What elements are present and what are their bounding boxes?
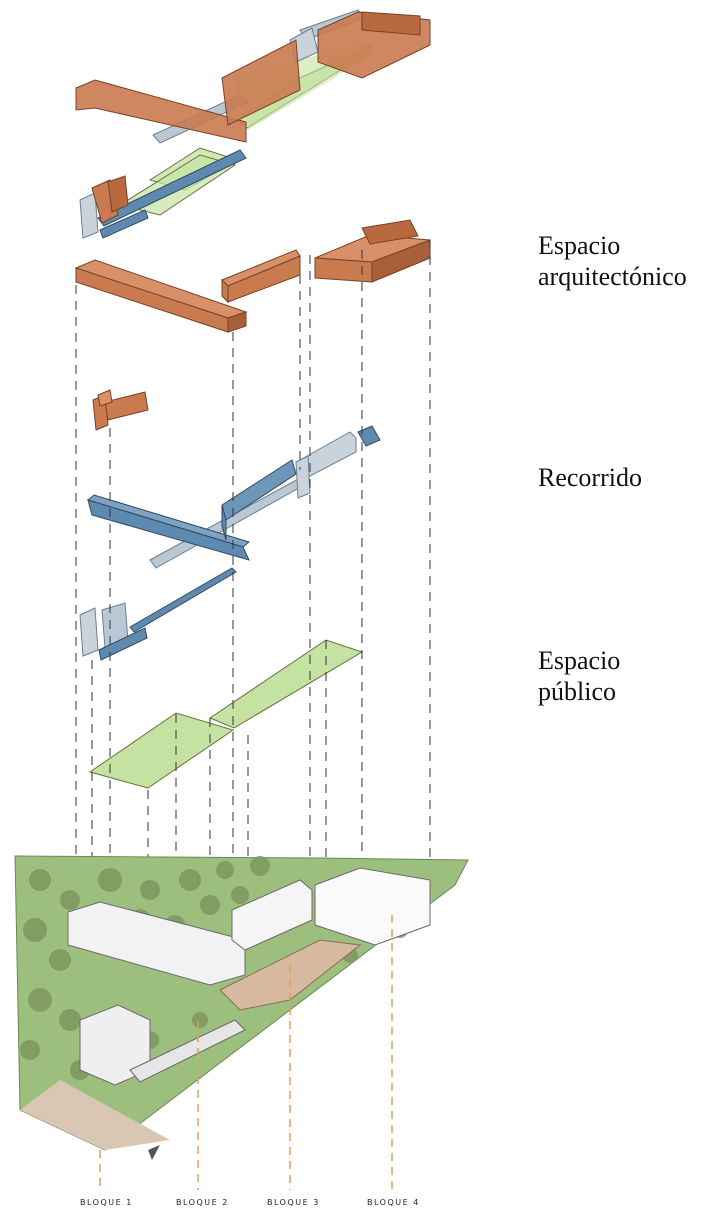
label-route: Recorrido <box>538 463 642 492</box>
guide-lines <box>75 240 431 935</box>
site-building-long <box>67 901 246 986</box>
route-dark-small <box>357 425 381 447</box>
composite-building-small-2 <box>107 175 129 213</box>
building-long-end <box>227 311 247 333</box>
route-dark-cross <box>87 499 250 561</box>
composite-building-tower <box>221 39 301 126</box>
building-small-b <box>104 391 149 421</box>
site-axonometric <box>14 855 469 1160</box>
public-plate-lower <box>88 712 235 789</box>
bloque-2-label: BLOQUE 2 <box>176 1198 229 1207</box>
label-public-line2: público <box>538 677 616 706</box>
building-box-roof-block <box>361 219 419 245</box>
composite-building-box-top <box>361 11 421 36</box>
site-arrow-marker <box>148 1145 160 1160</box>
composite-building-long <box>75 79 247 143</box>
route-light-block <box>295 455 311 499</box>
bloque-3-label: BLOQUE 3 <box>267 1198 320 1207</box>
route-dark-tower-front <box>221 504 227 541</box>
route-dark-lower <box>129 567 237 633</box>
label-architectural-space: Espacio arquitectónico <box>538 230 687 292</box>
label-architectural-line2: arquitectónico <box>538 262 687 291</box>
site-building-tower <box>231 879 313 951</box>
bloque-1-label: BLOQUE 1 <box>80 1198 133 1207</box>
site-street <box>20 1080 170 1150</box>
site-plaza <box>219 939 362 1011</box>
label-public-line1: Espacio <box>538 646 621 675</box>
label-public-space: Espacio público <box>538 645 620 707</box>
building-box-front <box>314 257 373 283</box>
site-building-box <box>314 867 431 946</box>
composite-route-dark-2 <box>99 209 149 239</box>
composite-route-light-4 <box>79 192 99 239</box>
composite-axonometric <box>75 9 431 239</box>
layer-route <box>79 425 381 661</box>
building-small-c <box>97 389 113 407</box>
site-gallery <box>129 1019 246 1083</box>
bloque-guides <box>99 915 393 1190</box>
layer-public-space <box>88 639 364 789</box>
route-dark-lower-bar <box>98 627 148 661</box>
label-architectural-line1: Espacio <box>538 231 621 260</box>
bloque-4-label: BLOQUE 4 <box>367 1198 420 1207</box>
layer-architectural-space <box>74 219 431 431</box>
route-light-lower-a <box>79 607 99 657</box>
